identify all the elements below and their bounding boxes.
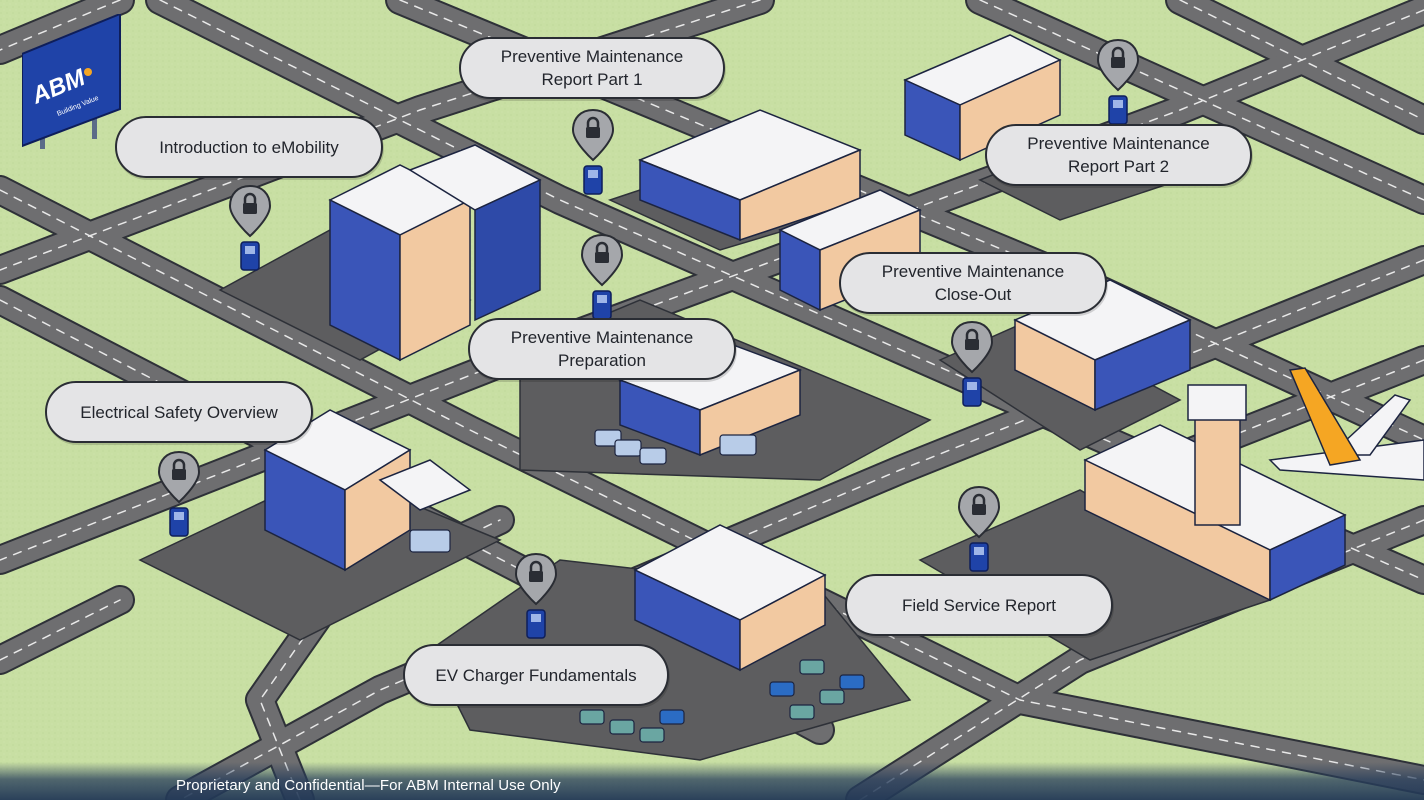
module-label-bubble[interactable]: Field Service Report [845, 574, 1113, 636]
lock-icon[interactable] [957, 485, 1001, 585]
module-label-bubble[interactable]: Introduction to eMobility [115, 116, 383, 178]
module-label-text: Report Part 1 [541, 70, 643, 89]
module-label-bubble[interactable]: EV Charger Fundamentals [403, 644, 669, 706]
lock-icon[interactable] [514, 552, 558, 652]
module-label-text: Preparation [558, 351, 646, 370]
abm-logo: ABM Building Value [22, 14, 121, 149]
footer-bar: Proprietary and Confidential—For ABM Int… [0, 762, 1424, 800]
module-label-text: Preventive Maintenance [510, 328, 694, 347]
module-label-text: EV Charger Fundamentals [435, 665, 637, 685]
module-label-text: Introduction to eMobility [159, 137, 339, 157]
module-label-bubble[interactable]: Preventive Maintenance Report Part 1 [459, 37, 725, 99]
module-label-text: Preventive Maintenance [500, 47, 684, 66]
lock-icon[interactable] [950, 320, 994, 420]
module-label-text: Close-Out [934, 285, 1012, 304]
module-label-text: Preventive Maintenance [1027, 134, 1210, 153]
module-label-text: Report Part 2 [1067, 157, 1170, 176]
module-label-bubble[interactable]: Preventive Maintenance Preparation [468, 318, 736, 380]
module-label-bubble[interactable]: Preventive Maintenance Report Part 2 [985, 124, 1252, 186]
lock-icon[interactable] [157, 450, 201, 550]
module-label-bubble[interactable]: Electrical Safety Overview [45, 381, 313, 443]
lock-icon[interactable] [1096, 38, 1140, 138]
lock-icon[interactable] [228, 184, 272, 284]
module-label-bubble[interactable]: Preventive Maintenance Close-Out [839, 252, 1107, 314]
lock-icon[interactable] [580, 233, 624, 333]
module-label-text: Preventive Maintenance [881, 262, 1065, 281]
module-label-text: Field Service Report [901, 595, 1056, 615]
module-label-text: Electrical Safety Overview [80, 402, 278, 422]
confidentiality-notice: Proprietary and Confidential—For ABM Int… [176, 777, 561, 794]
lock-icon[interactable] [571, 108, 615, 208]
